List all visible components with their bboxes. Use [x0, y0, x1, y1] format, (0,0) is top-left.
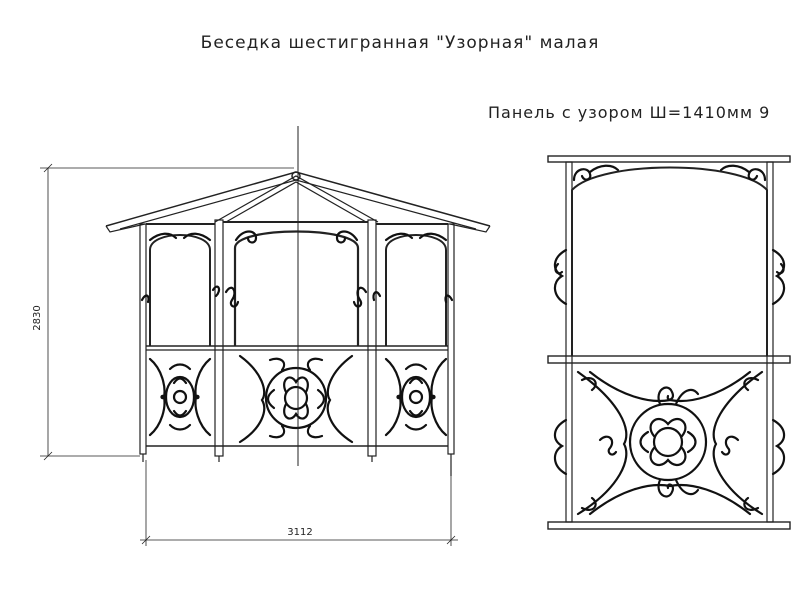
- left-side-panel: [140, 232, 221, 437]
- center-panel: [224, 230, 368, 444]
- drawing-title: Беседка шестигранная "Узорная" малая: [200, 33, 600, 53]
- height-dimension: 2830: [32, 163, 294, 461]
- panel-caption: Панель с узором Ш=1410мм 9: [488, 103, 771, 122]
- gazebo-posts: [139, 219, 455, 476]
- width-label: 3112: [287, 527, 312, 538]
- pattern-panel-view: [547, 155, 791, 530]
- width-dimension: 3112: [140, 460, 458, 546]
- height-label: 2830: [32, 305, 43, 330]
- gazebo-roof: [105, 171, 491, 233]
- gazebo-front-view: 2830 3112: [32, 126, 491, 546]
- right-side-panel: [372, 232, 454, 437]
